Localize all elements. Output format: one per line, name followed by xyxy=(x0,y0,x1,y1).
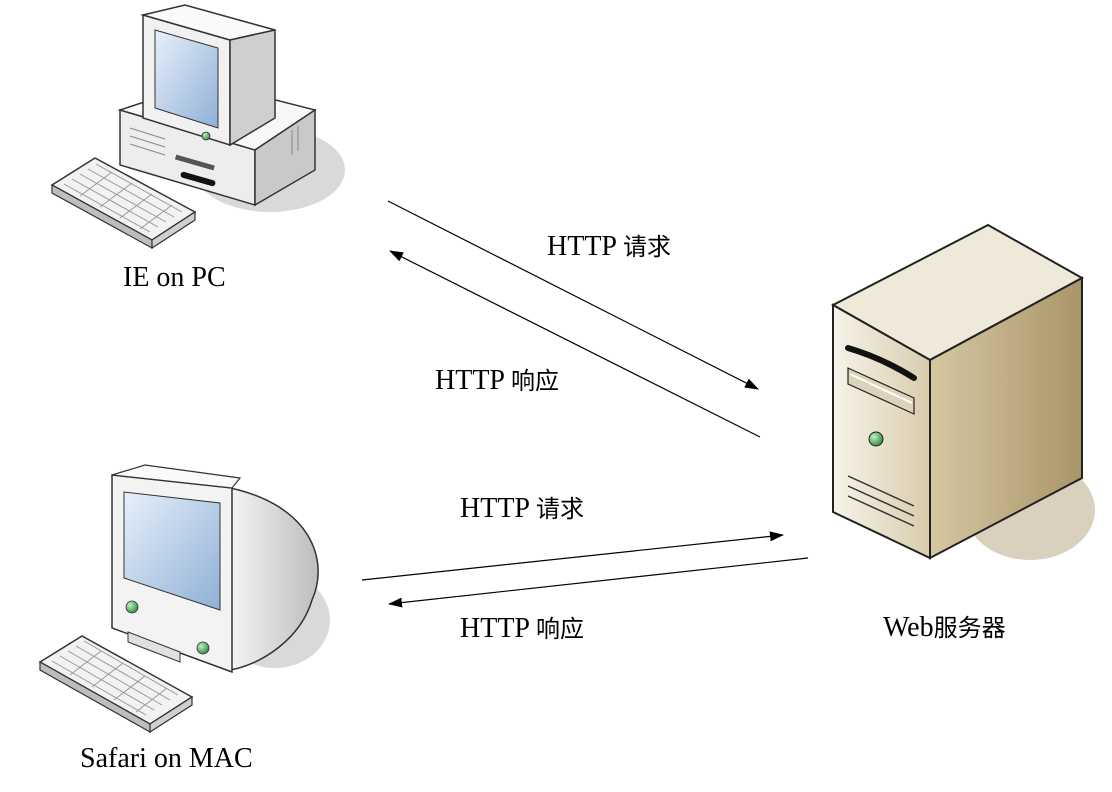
pc-response-protocol: HTTP xyxy=(435,365,504,396)
mac-computer-icon xyxy=(38,464,330,734)
arrow-pc-request xyxy=(387,200,759,390)
mac-request-label: HTTP 请求 xyxy=(460,495,584,523)
pc-label: IE on PC xyxy=(123,262,226,293)
server-label-prefix: Web xyxy=(883,612,934,643)
server-label-suffix: 服务器 xyxy=(933,614,1006,642)
arrow-mac-request xyxy=(361,531,784,581)
server-label: Web服务器 xyxy=(883,614,1006,642)
pc-computer-icon xyxy=(50,4,345,250)
pc-request-label: HTTP 请求 xyxy=(547,233,671,261)
mac-response-label: HTTP 响应 xyxy=(460,615,584,643)
arrow-mac-response xyxy=(388,557,809,608)
mac-response-kind: 响应 xyxy=(535,615,584,643)
mac-request-protocol: HTTP xyxy=(460,493,529,524)
mac-request-kind: 请求 xyxy=(535,495,584,523)
pc-response-kind: 响应 xyxy=(510,367,559,395)
pc-request-protocol: HTTP xyxy=(547,231,616,262)
arrow-pc-response xyxy=(389,250,761,438)
pc-request-kind: 请求 xyxy=(622,233,671,261)
mac-label: Safari on MAC xyxy=(80,743,253,774)
mac-response-protocol: HTTP xyxy=(460,613,529,644)
web-server-icon xyxy=(830,223,1095,560)
pc-response-label: HTTP 响应 xyxy=(435,367,559,395)
